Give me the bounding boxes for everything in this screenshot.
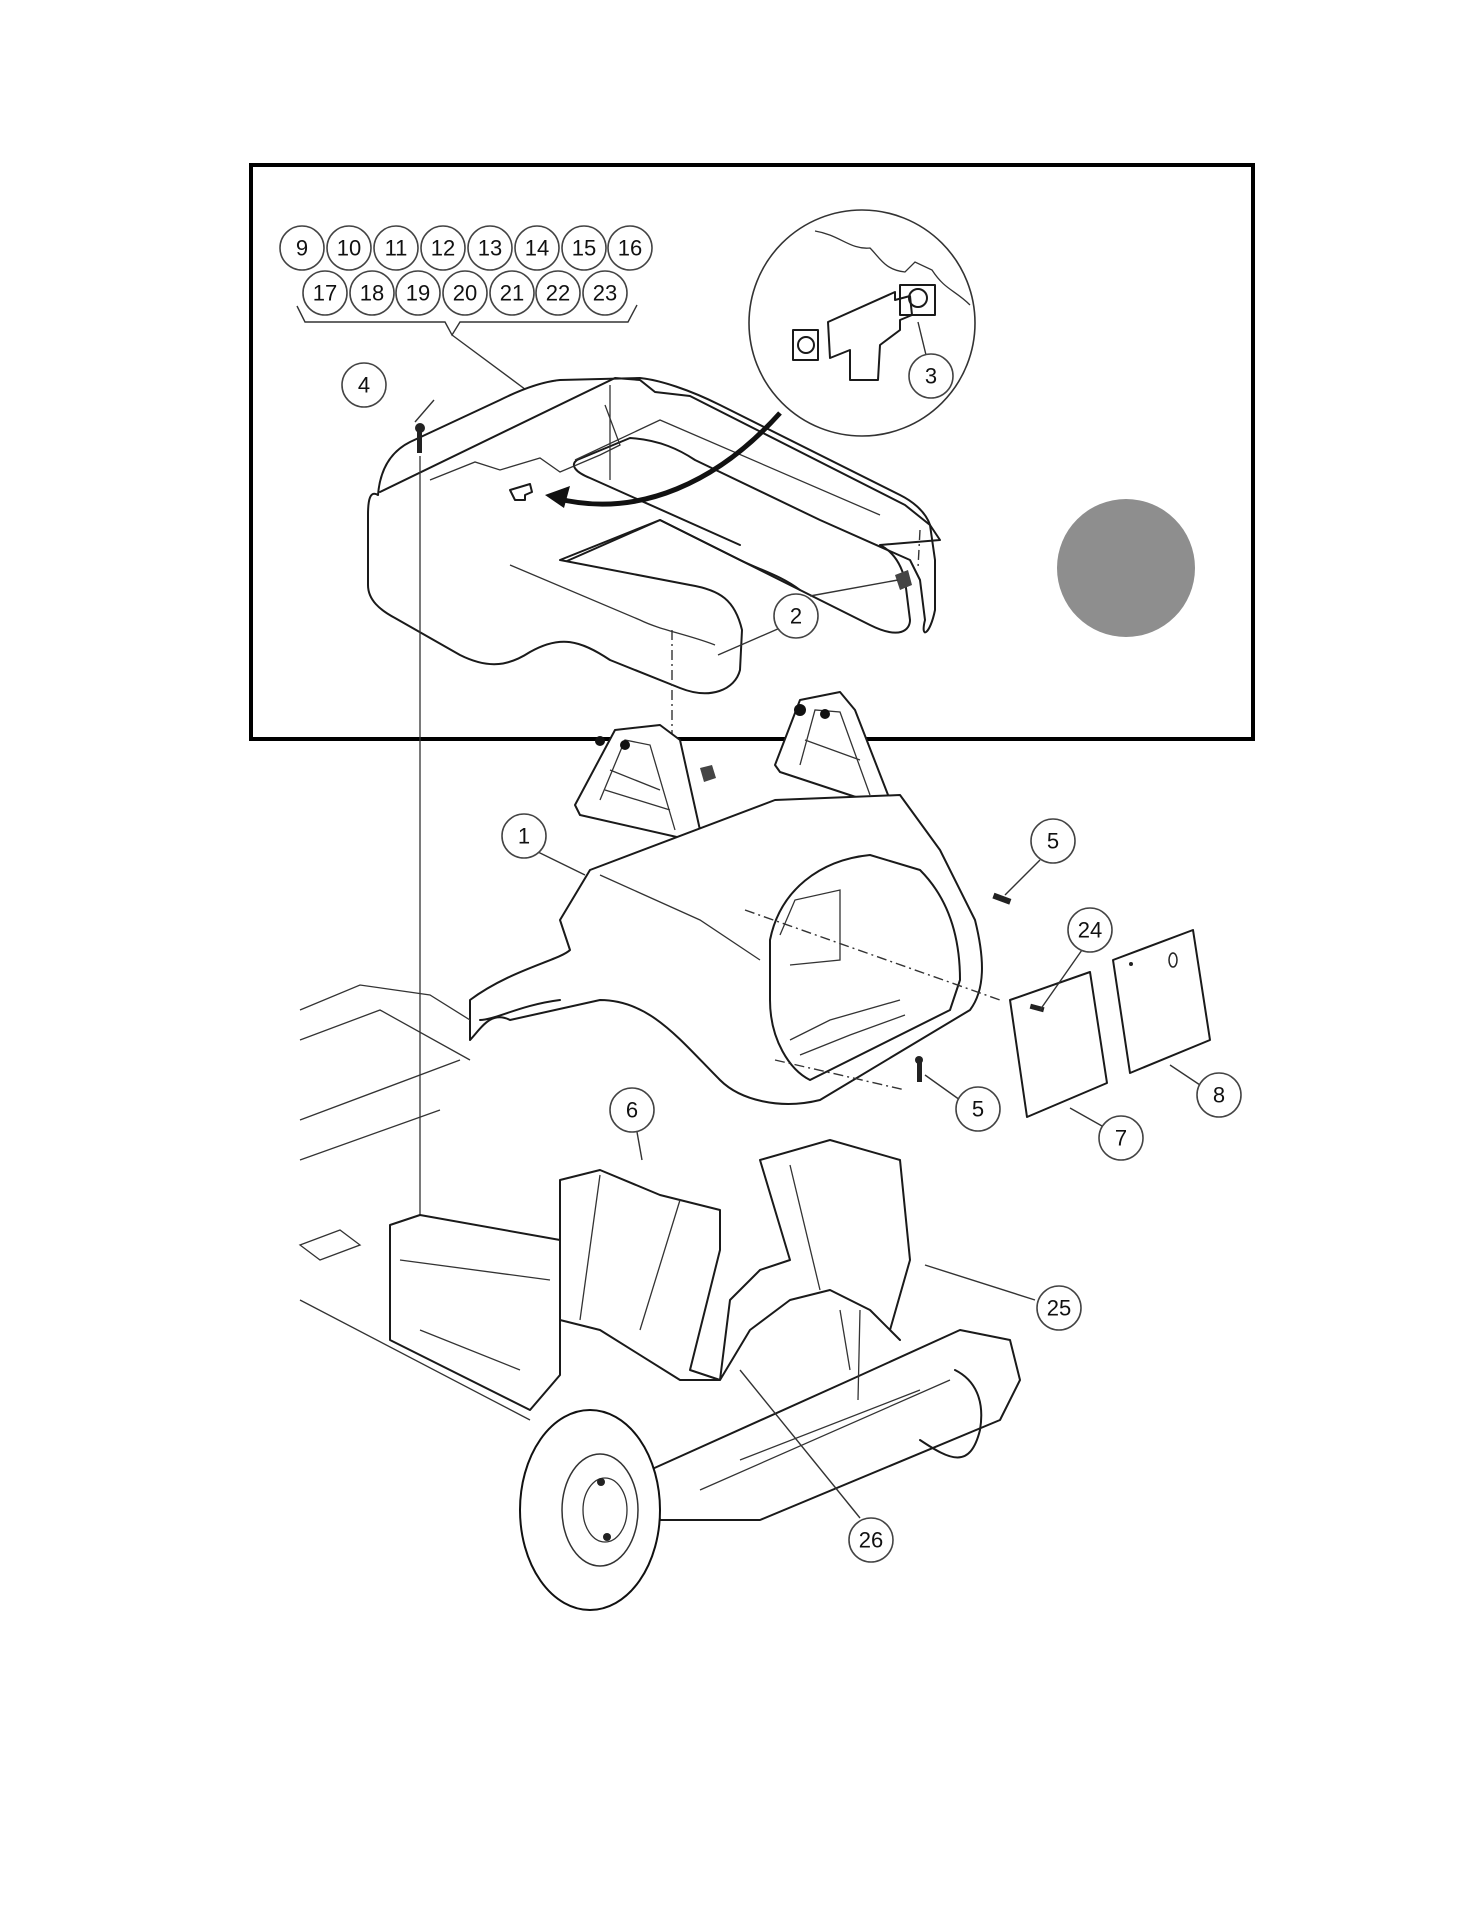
callout-8: 8 [1196, 1072, 1242, 1118]
svg-text:10: 10 [337, 236, 361, 261]
panel-7 [1009, 971, 1108, 1118]
svg-text:6: 6 [626, 1098, 638, 1123]
callout-10: 10 [326, 225, 372, 271]
callout-20: 20 [442, 270, 488, 316]
svg-text:5: 5 [972, 1097, 984, 1122]
callout-22: 22 [535, 270, 581, 316]
callout-24: 24 [1067, 907, 1113, 953]
callout-5-upper: 5 [1030, 818, 1076, 864]
svg-text:7: 7 [1115, 1126, 1127, 1151]
rear-body [469, 794, 1001, 1105]
callout-19: 19 [395, 270, 441, 316]
callout-25: 25 [1036, 1285, 1082, 1331]
svg-text:18: 18 [360, 281, 384, 306]
svg-text:16: 16 [618, 236, 642, 261]
redaction-dot [1057, 499, 1195, 637]
svg-text:15: 15 [572, 236, 596, 261]
svg-text:11: 11 [385, 236, 408, 261]
callout-11: 11 [373, 225, 419, 271]
seat-bottom-shell [367, 377, 941, 760]
screw-5-lower [915, 1056, 923, 1082]
callout-12: 12 [420, 225, 466, 271]
callout-6: 6 [609, 1087, 655, 1133]
callout-2: 2 [773, 593, 819, 639]
seat-support-left [574, 724, 701, 841]
svg-text:14: 14 [525, 236, 549, 261]
svg-text:1: 1 [518, 824, 530, 849]
callout-23: 23 [582, 270, 628, 316]
svg-text:22: 22 [546, 281, 570, 306]
leader-lines [414, 399, 1201, 1519]
callout-14: 14 [514, 225, 560, 271]
panel-8 [1112, 929, 1211, 1074]
svg-text:20: 20 [453, 281, 477, 306]
svg-text:26: 26 [859, 1528, 883, 1553]
seat-support-right [774, 691, 891, 806]
callout-26: 26 [848, 1517, 894, 1563]
svg-text:17: 17 [313, 281, 337, 306]
svg-text:21: 21 [500, 281, 524, 306]
callout-17: 17 [302, 270, 348, 316]
svg-text:5: 5 [1047, 829, 1059, 854]
callout-9: 9 [279, 225, 325, 271]
callout-21: 21 [489, 270, 535, 316]
svg-text:4: 4 [358, 373, 370, 398]
svg-text:12: 12 [431, 236, 455, 261]
inset-frame [249, 163, 1255, 741]
callout-18: 18 [349, 270, 395, 316]
screw-5-upper [992, 892, 1012, 905]
retainer-clip-2 [700, 765, 716, 782]
detail-view [748, 209, 976, 437]
svg-text:25: 25 [1047, 1296, 1071, 1321]
svg-text:3: 3 [925, 364, 937, 389]
chassis [298, 984, 1021, 1611]
callout-group-9-23: 9 10 11 12 13 14 15 16 17 18 19 20 21 22… [279, 225, 653, 316]
svg-text:19: 19 [406, 281, 430, 306]
callout-13: 13 [467, 225, 513, 271]
svg-text:8: 8 [1213, 1083, 1225, 1108]
callout-3: 3 [908, 353, 954, 399]
callout-16: 16 [607, 225, 653, 271]
svg-text:24: 24 [1078, 918, 1102, 943]
callout-15: 15 [561, 225, 607, 271]
svg-text:2: 2 [790, 604, 802, 629]
screw-4 [415, 423, 425, 1230]
svg-text:9: 9 [296, 236, 308, 261]
callout-5-lower: 5 [955, 1086, 1001, 1132]
callout-1: 1 [501, 813, 547, 859]
callout-4: 4 [341, 362, 387, 408]
callout-7: 7 [1098, 1115, 1144, 1161]
svg-text:23: 23 [593, 281, 617, 306]
svg-text:13: 13 [478, 236, 502, 261]
